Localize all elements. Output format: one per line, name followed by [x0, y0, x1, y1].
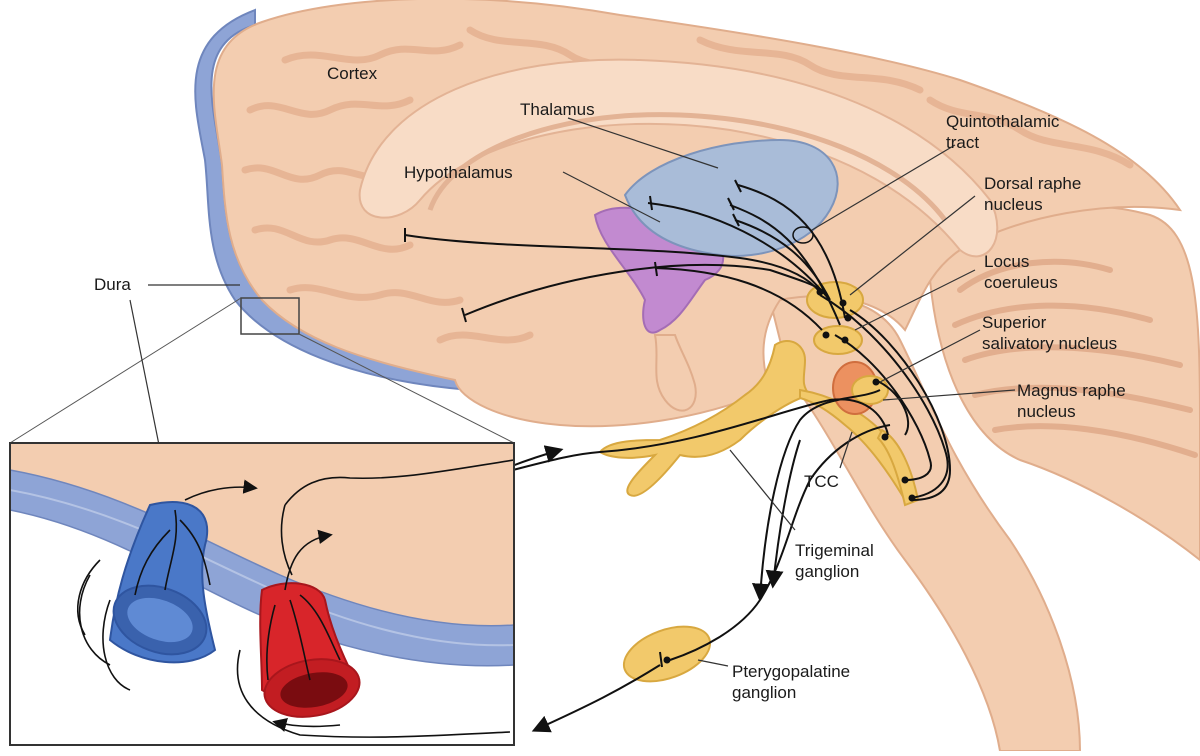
label-pterygopalatine-2: ganglion [732, 683, 796, 703]
label-thalamus: Thalamus [520, 100, 595, 120]
label-locus-1: Locus [984, 252, 1029, 272]
label-superior-2: salivatory nucleus [982, 334, 1117, 354]
label-dorsal-raphe-2: nucleus [984, 195, 1043, 215]
label-dorsal-raphe-1: Dorsal raphe [984, 174, 1081, 194]
label-tcc: TCC [804, 472, 839, 492]
label-quintothalamic-1: Quintothalamic [946, 112, 1059, 132]
label-pterygopalatine-1: Pterygopalatine [732, 662, 850, 682]
label-locus-2: coeruleus [984, 273, 1058, 293]
pterygopalatine-ganglion-shape [617, 616, 718, 692]
label-superior-1: Superior [982, 313, 1046, 333]
label-cortex: Cortex [327, 64, 377, 84]
label-hypothalamus: Hypothalamus [404, 163, 513, 183]
label-magnus-2: nucleus [1017, 402, 1076, 422]
label-trigeminal-2: ganglion [795, 562, 859, 582]
label-dura: Dura [94, 275, 131, 295]
inset-panel [10, 443, 514, 745]
label-trigeminal-1: Trigeminal [795, 541, 874, 561]
label-quintothalamic-2: tract [946, 133, 979, 153]
label-magnus-1: Magnus raphe [1017, 381, 1126, 401]
